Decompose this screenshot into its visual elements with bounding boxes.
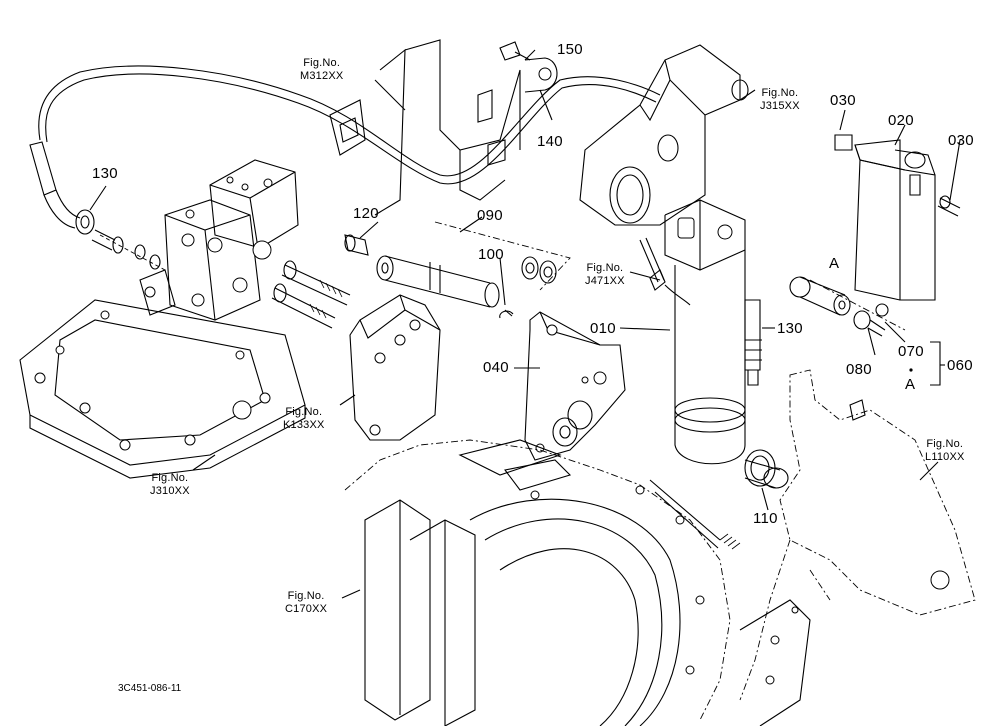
fig-ref-j315: Fig.No. J315XX bbox=[760, 87, 800, 113]
part-label-a-top: A bbox=[829, 255, 840, 272]
fig-ref-k133-line2: K133XX bbox=[283, 419, 325, 431]
fig-ref-c170: Fig.No. C170XX bbox=[285, 590, 327, 616]
fig-ref-j310-line2: J310XX bbox=[150, 485, 190, 497]
part-label-030-right: 030 bbox=[948, 132, 974, 149]
leader-lines bbox=[89, 49, 961, 599]
part-label-060: 060 bbox=[947, 357, 973, 374]
part-label-070: 070 bbox=[898, 343, 924, 360]
upper-frame bbox=[329, 39, 521, 216]
fig-ref-k133-line1: Fig.No. bbox=[285, 406, 323, 418]
pin-090 bbox=[344, 221, 571, 319]
drawing-code: 3C451-086-11 bbox=[118, 683, 182, 694]
fig-ref-l110: Fig.No. L110XX bbox=[925, 438, 965, 464]
part-label-010: 010 bbox=[590, 320, 616, 337]
hose-clamp bbox=[499, 41, 558, 93]
part-label-110: 110 bbox=[753, 510, 778, 527]
fitting-130-left bbox=[75, 209, 166, 271]
fig-ref-j315-line1: Fig.No. bbox=[761, 87, 799, 99]
rear-frame bbox=[739, 369, 976, 701]
lift-arm bbox=[579, 44, 749, 226]
part-label-120: 120 bbox=[353, 205, 379, 222]
cover-020 bbox=[834, 134, 961, 301]
link-plate-040 bbox=[524, 311, 626, 461]
cover-plate bbox=[19, 299, 306, 479]
part-label-140: 140 bbox=[537, 133, 563, 150]
bushing-110 bbox=[744, 449, 789, 489]
fig-ref-m312-line1: Fig.No. bbox=[303, 57, 341, 69]
fig-ref-l110-line2: L110XX bbox=[925, 451, 965, 463]
fig-ref-c170-line1: Fig.No. bbox=[287, 590, 325, 602]
part-label-a-bottom: A bbox=[905, 376, 916, 393]
part-label-020: 020 bbox=[888, 112, 914, 129]
pin-a bbox=[789, 276, 906, 337]
fig-ref-m312: Fig.No. M312XX bbox=[300, 57, 343, 83]
fig-ref-j315-line2: J315XX bbox=[760, 100, 800, 112]
fitting-130-right bbox=[639, 237, 762, 386]
part-label-090: 090 bbox=[477, 207, 503, 224]
part-label-080: 080 bbox=[846, 361, 872, 378]
transmission-housing bbox=[344, 439, 811, 726]
mounting-bracket bbox=[349, 294, 441, 441]
fig-ref-j471-line2: J471XX bbox=[585, 275, 625, 287]
part-label-130-right: 130 bbox=[777, 320, 803, 337]
fig-ref-c170-line2: C170XX bbox=[285, 603, 328, 615]
part-label-040: 040 bbox=[483, 359, 509, 376]
fig-ref-j471: Fig.No. J471XX bbox=[585, 262, 625, 288]
control-valve bbox=[139, 159, 299, 321]
fig-ref-j310-line1: Fig.No. bbox=[151, 472, 189, 484]
part-label-030-left: 030 bbox=[830, 92, 856, 109]
hydraulic-hose bbox=[29, 65, 661, 229]
part-label-150: 150 bbox=[557, 41, 583, 58]
fig-ref-k133: Fig.No. K133XX bbox=[283, 406, 325, 432]
fig-ref-m312-line2: M312XX bbox=[300, 70, 344, 82]
fig-ref-j310: Fig.No. J310XX bbox=[150, 472, 190, 498]
hydraulic-cylinder bbox=[664, 199, 746, 465]
bolts bbox=[271, 260, 351, 329]
part-label-130-left: 130 bbox=[92, 165, 118, 182]
part-label-100: 100 bbox=[478, 246, 504, 263]
fig-ref-j471-line1: Fig.No. bbox=[586, 262, 624, 274]
fig-ref-l110-line1: Fig.No. bbox=[926, 438, 964, 450]
